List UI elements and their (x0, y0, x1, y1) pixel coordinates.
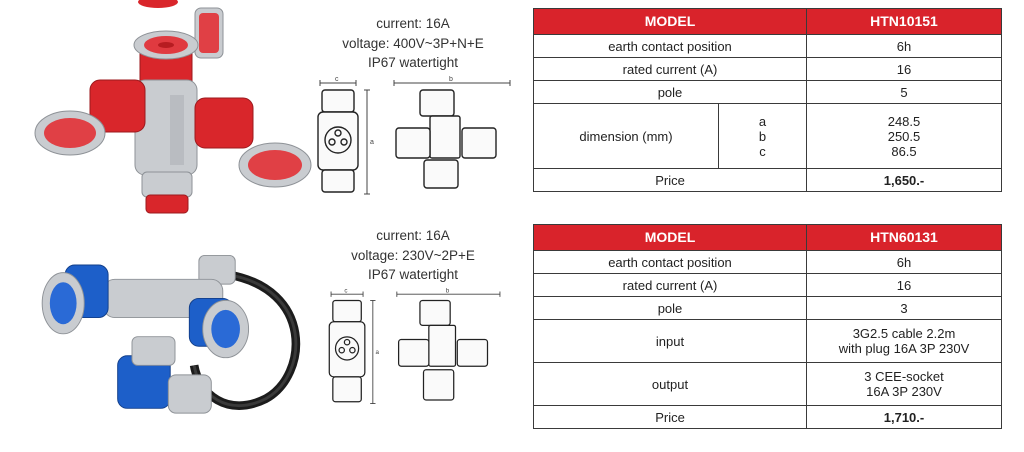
spec-current: current: 16A (376, 228, 450, 243)
table-row: Price 1,710.- (533, 405, 1002, 429)
dimension-drawing: c b a (328, 288, 501, 404)
price-value: 1,650.- (806, 168, 1002, 192)
spec-voltage: voltage: 230V~2P+E (351, 247, 475, 263)
dimension-value-c: 86.5 (891, 143, 917, 159)
input-value: 3G2.5 cable 2.2m with plug 16A 3P 230V (806, 319, 1002, 363)
product-section-htn10151: current: 16A voltage: 400V~3P+N+E IP67 w… (0, 0, 1024, 215)
table-row: output 3 CEE-socket 16A 3P 230V (533, 362, 1002, 406)
earth-contact-label: earth contact position (533, 250, 807, 274)
rated-current-value: 16 (806, 57, 1002, 81)
price-label: Price (533, 405, 807, 429)
spec-lines: current: 16A voltage: 230V~2P+E IP67 wat… (318, 226, 508, 285)
output-line-2: 16A 3P 230V (866, 384, 942, 399)
table-row: pole 5 (533, 80, 1002, 104)
input-label: input (533, 319, 807, 363)
dimension-letter-b: b (758, 128, 767, 144)
output-value: 3 CEE-socket 16A 3P 230V (806, 362, 1002, 406)
product-photo-red-distributor (34, 0, 312, 214)
spec-lines: current: 16A voltage: 400V~3P+N+E IP67 w… (318, 14, 508, 73)
output-label: output (533, 362, 807, 406)
input-line-1: 3G2.5 cable 2.2m (852, 326, 956, 341)
table-row: pole 3 (533, 296, 1002, 320)
spec-voltage: voltage: 400V~3P+N+E (342, 35, 484, 51)
table-row: input 3G2.5 cable 2.2m with plug 16A 3P … (533, 319, 1002, 363)
drawing-label-a: a (376, 349, 380, 356)
rated-current-value: 16 (806, 273, 1002, 297)
rated-current-label: rated current (A) (533, 273, 807, 297)
dimension-value-b: 250.5 (887, 128, 921, 144)
earth-contact-value: 6h (806, 34, 1002, 58)
model-header-label: MODEL (533, 224, 807, 251)
table-row: dimension (mm) a b c 248.5 250.5 86.5 (533, 103, 1002, 169)
earth-contact-label: earth contact position (533, 34, 807, 58)
spec-ip-rating: IP67 watertight (367, 55, 459, 70)
earth-contact-value: 6h (806, 250, 1002, 274)
product-photo-blue-distributor (41, 254, 300, 414)
model-header-label: MODEL (533, 8, 807, 35)
spec-ip-rating: IP67 watertight (367, 267, 459, 282)
model-header-value: HTN60131 (806, 224, 1002, 251)
dimension-letters: a b c (718, 103, 807, 169)
model-header-value: HTN10151 (806, 8, 1002, 35)
output-line-1: 3 CEE-socket (864, 369, 944, 384)
drawing-label-b: b (449, 76, 453, 83)
price-label: Price (533, 168, 807, 192)
dimension-letter-a: a (758, 113, 767, 129)
drawing-label-b: b (446, 288, 450, 294)
table-row: rated current (A) 16 (533, 57, 1002, 81)
dimension-drawing: c b a (317, 76, 511, 195)
drawing-label-c: c (344, 288, 347, 294)
pole-label: pole (533, 296, 807, 320)
dimension-values: 248.5 250.5 86.5 (806, 103, 1002, 169)
spec-table-htn60131: MODEL HTN60131 earth contact position 6h… (533, 224, 1002, 429)
table-row: earth contact position 6h (533, 34, 1002, 58)
input-line-2: with plug 16A 3P 230V (838, 341, 970, 356)
price-value: 1,710.- (806, 405, 1002, 429)
pole-label: pole (533, 80, 807, 104)
pole-value: 5 (806, 80, 1002, 104)
product-section-htn60131: current: 16A voltage: 230V~2P+E IP67 wat… (0, 222, 1024, 447)
drawing-label-c: c (335, 76, 339, 83)
pole-value: 3 (806, 296, 1002, 320)
rated-current-label: rated current (A) (533, 57, 807, 81)
dimension-label: dimension (mm) (533, 103, 719, 169)
dimension-letter-c: c (759, 143, 766, 159)
table-row: Price 1,650.- (533, 168, 1002, 192)
table-row: earth contact position 6h (533, 250, 1002, 274)
spec-current: current: 16A (376, 16, 450, 31)
spec-table-htn10151: MODEL HTN10151 earth contact position 6h… (533, 8, 1002, 192)
drawing-label-a: a (370, 139, 374, 146)
dimension-value-a: 248.5 (887, 113, 921, 129)
table-row: rated current (A) 16 (533, 273, 1002, 297)
